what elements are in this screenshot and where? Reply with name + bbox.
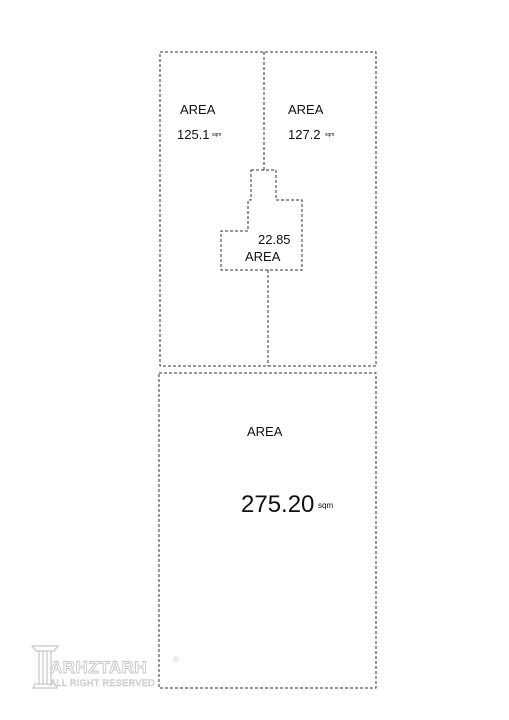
watermark-brand: ARHZTARH: [50, 658, 148, 678]
room-2-unit: sqm: [325, 132, 335, 138]
room-1-unit: sqm: [212, 132, 222, 138]
room-4-label: AREA: [247, 424, 283, 439]
watermark-rights: ALL RIGHT RESERVED: [50, 678, 156, 689]
room-3-label: AREA: [245, 249, 281, 264]
lower-block-outline: [158, 372, 377, 689]
upper-block-outline: [159, 51, 377, 367]
room-4-value: 275.20: [241, 491, 315, 518]
small-area-outline: [220, 169, 303, 271]
registered-mark-icon: ®: [173, 655, 179, 664]
room-2-label: AREA: [288, 102, 324, 117]
room-1-value: 125.1: [177, 127, 210, 142]
room-1-label: AREA: [180, 102, 216, 117]
room-4-unit: sqm: [318, 501, 334, 510]
room-2-value: 127.2: [288, 127, 321, 142]
watermark-logo: ARHZTARH ALL RIGHT RESERVED ®: [30, 640, 190, 692]
room-3-value: 22.85: [258, 232, 291, 247]
column-emblem-icon: [30, 645, 60, 689]
